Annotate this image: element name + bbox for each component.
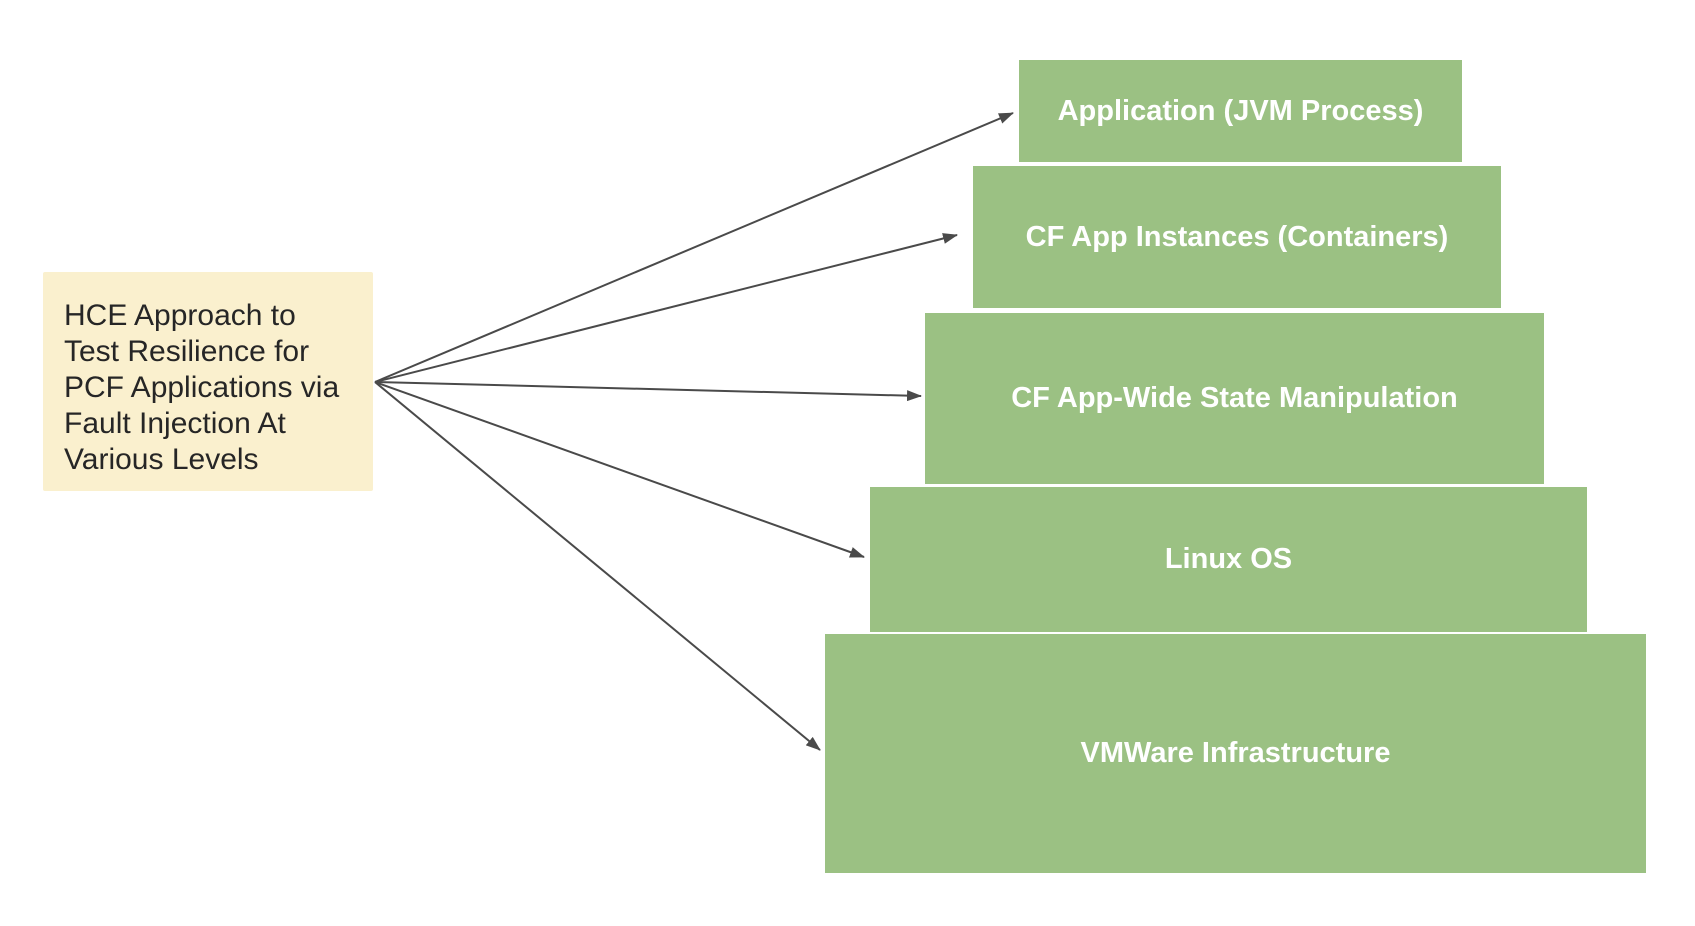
- level-application: Application (JVM Process): [1019, 60, 1462, 162]
- source-note-line: Fault Injection At: [64, 407, 286, 440]
- level-label-cf-app-instances: CF App Instances (Containers): [1025, 220, 1449, 253]
- arrow-to-application: [374, 112, 1014, 383]
- arrow-to-linux-os: [374, 381, 865, 558]
- level-label-application: Application (JVM Process): [1057, 94, 1424, 127]
- arrow-to-vmware-infrastructure: [374, 381, 821, 751]
- level-label-linux-os: Linux OS: [1164, 543, 1293, 575]
- level-cf-app-instances: CF App Instances (Containers): [973, 166, 1501, 308]
- level-cf-app-wide-state: CF App-Wide State Manipulation: [925, 313, 1544, 484]
- level-vmware-infrastructure: VMWare Infrastructure: [825, 634, 1646, 873]
- source-note: HCE Approach to Test Resilience for PCF …: [43, 272, 373, 491]
- arrow-to-cf-app-instances: [374, 233, 958, 383]
- source-note-line: PCF Applications via: [64, 371, 340, 404]
- source-note-line: Test Resilience for: [64, 335, 310, 368]
- arrow-to-cf-app-wide-state: [374, 381, 922, 402]
- source-note-line: HCE Approach to: [64, 299, 296, 332]
- level-label-vmware-infrastructure: VMWare Infrastructure: [1080, 737, 1391, 769]
- source-note-line: Various Levels: [64, 443, 259, 476]
- level-label-cf-app-wide-state: CF App-Wide State Manipulation: [1011, 382, 1458, 414]
- level-linux-os: Linux OS: [870, 487, 1587, 632]
